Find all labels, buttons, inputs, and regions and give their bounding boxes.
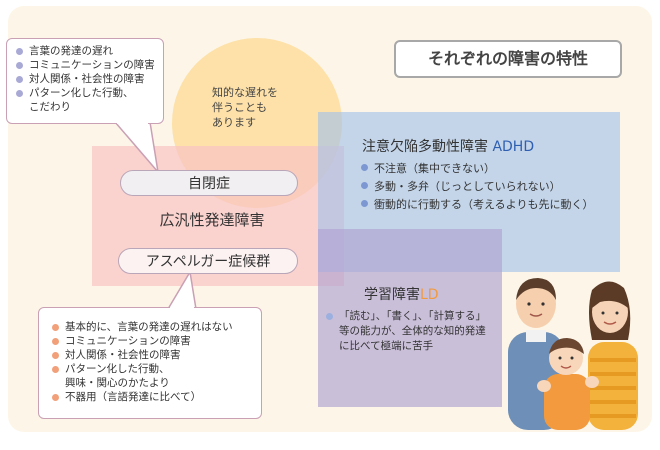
autism-label: 自閉症 <box>120 170 298 196</box>
pointer-joint <box>117 121 148 124</box>
list-item: 多動・多弁（じっとしていられない） <box>360 178 620 196</box>
list-item: コミュニケーションの障害 <box>51 334 257 348</box>
list-item: 対人関係・社会性の障害 <box>51 348 257 362</box>
pointer-joint <box>170 307 194 310</box>
adhd-heading: 注意欠陥多動性障害 ADHD <box>362 136 534 156</box>
adhd-traits-list: 不注意（集中できない） 多動・多弁（じっとしていられない） 衝動的に行動する（考… <box>360 160 620 214</box>
list-item: パターン化した行動、 興味・関心のかたより <box>51 362 257 390</box>
father-eye <box>541 302 544 305</box>
list-item: コミュニケーションの障害 <box>15 58 159 72</box>
ld-heading-text: 学習障害 <box>364 287 420 303</box>
autism-callout-pointer <box>115 122 158 172</box>
family-illustration <box>500 270 650 430</box>
adhd-heading-text: 注意欠陥多動性障害 <box>362 139 488 155</box>
asperger-label: アスペルガー症候群 <box>118 248 298 274</box>
child-hand <box>537 380 551 392</box>
list-item: 不注意（集中できない） <box>360 160 620 178</box>
child-body <box>544 374 590 430</box>
child-hand <box>585 376 599 388</box>
list-item: パターン化した行動、 こだわり <box>15 86 159 114</box>
list-item: 言葉の発達の遅れ <box>15 44 159 58</box>
mother-eye <box>616 312 619 315</box>
list-item: 「読む」、「書く」、「計算する」 等の能力が、全体的な知的発達 に比べて極端に苦… <box>325 309 503 354</box>
autism-traits-callout: 言葉の発達の遅れ コミュニケーションの障害 対人関係・社会性の障害 パターン化し… <box>6 38 164 124</box>
child-eye <box>559 357 562 360</box>
list-item: 基本的に、言葉の発達の遅れはない <box>51 320 257 334</box>
asperger-callout-pointer <box>168 272 196 309</box>
adhd-abbr: ADHD <box>492 139 534 155</box>
father-collar <box>526 330 546 342</box>
father-eye <box>527 302 530 305</box>
asperger-traits-callout: 基本的に、言葉の発達の遅れはない コミュニケーションの障害 対人関係・社会性の障… <box>38 307 262 419</box>
ld-abbr: LD <box>420 287 439 303</box>
child-eye <box>571 357 574 360</box>
ld-heading: 学習障害LD <box>364 284 439 304</box>
intellectual-delay-note: 知的な遅れを 伴うことも あります <box>212 85 322 130</box>
list-item: 衝動的に行動する（考えるよりも先に動く） <box>360 196 620 214</box>
pdd-label: 広汎性発達障害 <box>126 209 298 230</box>
mother-eye <box>602 312 605 315</box>
list-item: 不器用（言語発達に比べて） <box>51 390 257 404</box>
list-item: 対人関係・社会性の障害 <box>15 72 159 86</box>
ld-traits-list: 「読む」、「書く」、「計算する」 等の能力が、全体的な知的発達 に比べて極端に苦… <box>325 309 503 354</box>
